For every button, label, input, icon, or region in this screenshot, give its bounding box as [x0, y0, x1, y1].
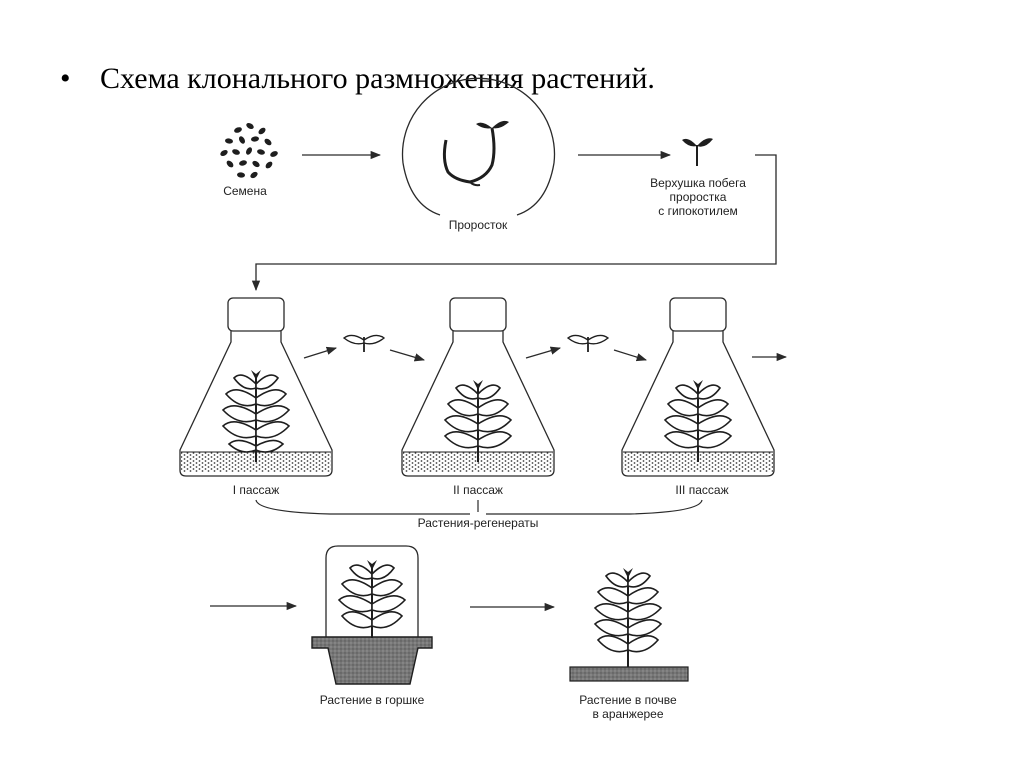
regenerated-brace: [255, 499, 703, 515]
flask-passage-3: [621, 297, 775, 477]
shoot-tip-label-2: проростка: [670, 190, 727, 204]
passage-2-label: II пассаж: [453, 483, 503, 497]
cutting-icon-1: [342, 334, 386, 352]
regenerated-label: Растения-регенераты: [418, 516, 539, 530]
arrow-flask1-to-cutting: [303, 346, 337, 359]
connector-to-passage-1: [251, 154, 777, 292]
arrow-cutting-to-flask2: [389, 349, 425, 362]
arrow-cutting-to-flask3: [613, 349, 647, 362]
slide-title: • Схема клонального размножения растений.: [60, 62, 655, 96]
greenhouse-plant-icon: [569, 568, 689, 682]
seeds-icon: [220, 122, 278, 179]
cutting-icon-2: [566, 334, 610, 352]
shoot-tip-label-1: Верхушка побега: [650, 176, 746, 190]
sprout-label: Проросток: [449, 218, 508, 232]
greenhouse-label-1: Растение в почве: [579, 693, 677, 707]
bullet-icon: •: [60, 62, 71, 95]
seeds-label: Семена: [223, 184, 267, 198]
passage-1-label: I пассаж: [233, 483, 280, 497]
flask-passage-1: [179, 297, 333, 477]
passage-3-label: III пассаж: [675, 483, 728, 497]
pot-plant-label: Растение в горшке: [320, 693, 425, 707]
greenhouse-label-2: в аранжерее: [592, 707, 663, 721]
potted-plant-icon: [311, 545, 433, 685]
shoot-tip-icon: [682, 138, 713, 166]
flask-passage-2: [401, 297, 555, 477]
title-text: Схема клонального размножения растений.: [100, 62, 655, 95]
arrow-flask2-to-cutting: [525, 346, 561, 359]
sprout-icon: [401, 77, 556, 216]
shoot-tip-label-3: с гипокотилем: [658, 204, 738, 218]
